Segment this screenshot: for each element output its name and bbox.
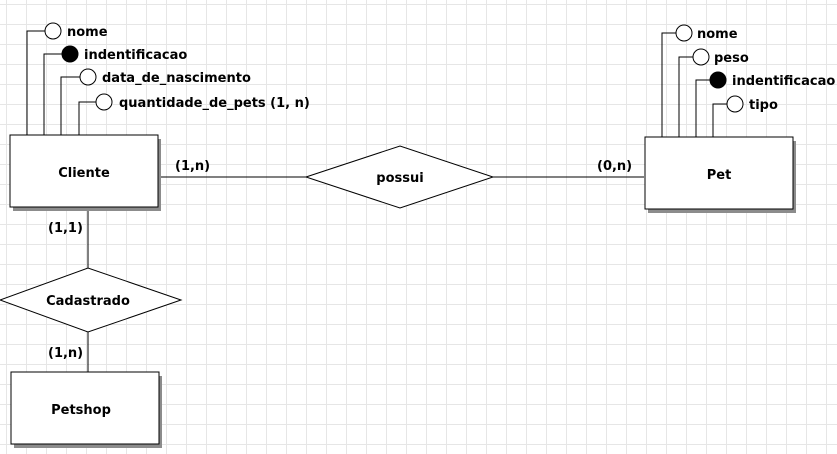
entity-petshop[interactable]: Petshop	[10, 371, 162, 448]
relationship-possui-label: possui	[376, 171, 423, 186]
attribute-circle-icon	[79, 68, 97, 86]
attribute-circle-icon	[44, 22, 62, 40]
pet-attr-peso-line	[678, 56, 693, 137]
pet-attr-identificacao: indentificacao	[732, 74, 835, 89]
cliente-attr-quantidade-line	[78, 101, 96, 135]
entity-cliente-label: Cliente	[58, 166, 110, 181]
entity-petshop-label: Petshop	[51, 403, 111, 418]
cardinality-cliente-cadastrado: (1,1)	[48, 221, 83, 236]
relationship-possui[interactable]: possui	[304, 145, 495, 209]
pet-attribute-lines	[661, 32, 728, 137]
pet-attributes: nome peso indentificacao tipo	[675, 24, 835, 113]
cliente-attr-identificacao-line	[43, 53, 63, 135]
pet-attr-tipo: tipo	[749, 98, 778, 113]
pet-attr-identificacao-line	[695, 79, 711, 137]
relationship-cadastrado[interactable]: Cadastrado	[0, 267, 183, 333]
pet-attr-peso: peso	[714, 51, 749, 66]
entity-pet-label: Pet	[707, 168, 732, 183]
pet-attr-nome: nome	[697, 27, 738, 42]
cliente-attr-nascimento: data_de_nascimento	[102, 71, 251, 86]
cliente-attr-identificacao: indentificacao	[84, 48, 187, 63]
cardinality-petshop-cadastrado: (1,n)	[48, 346, 83, 361]
entity-pet[interactable]: Pet	[644, 136, 796, 213]
cardinality-pet-possui: (0,n)	[597, 159, 632, 174]
cliente-attr-nascimento-line	[60, 76, 80, 135]
cliente-attr-quantidade: quantidade_de_pets (1, n)	[119, 96, 310, 111]
attribute-circle-icon	[675, 24, 693, 42]
cardinality-cliente-possui: (1,n)	[175, 159, 210, 174]
relationship-cadastrado-label: Cadastrado	[46, 294, 130, 309]
pet-attr-nome-line	[661, 32, 676, 137]
entity-cliente[interactable]: Cliente	[9, 134, 161, 211]
attribute-circle-icon	[95, 93, 113, 111]
key-attribute-icon	[61, 45, 79, 63]
cliente-attribute-lines	[26, 30, 96, 135]
cliente-attr-nome: nome	[67, 25, 108, 40]
cliente-attr-nome-line	[26, 30, 45, 135]
pet-attr-tipo-line	[712, 103, 728, 137]
attribute-circle-icon	[726, 95, 744, 113]
cliente-attributes: nome indentificacao data_de_nascimento q…	[44, 22, 310, 111]
key-attribute-icon	[709, 71, 727, 89]
attribute-circle-icon	[692, 48, 710, 66]
